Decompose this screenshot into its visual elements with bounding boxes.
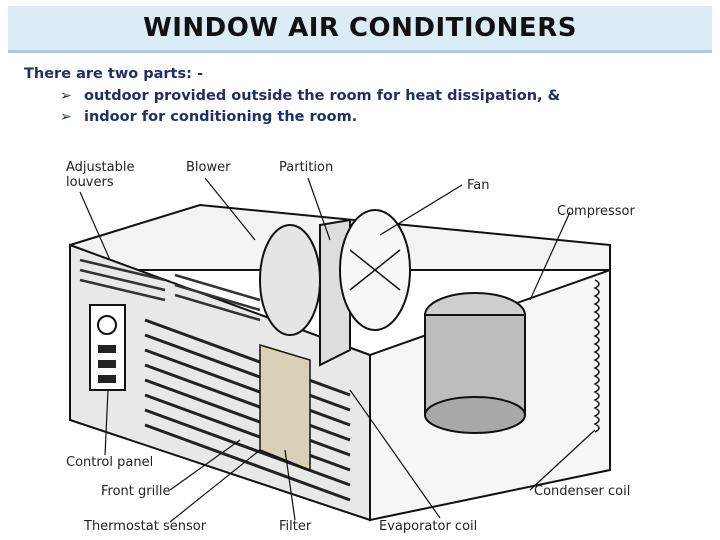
bullet-item: ➢ outdoor provided outside the room for …	[60, 86, 560, 107]
label-thermostat-sensor: Thermostat sensor	[84, 519, 206, 534]
bullet-list: ➢ outdoor provided outside the room for …	[60, 86, 560, 128]
label-compressor: Compressor	[557, 204, 635, 219]
label-adjustable-line1: Adjustable	[66, 160, 134, 175]
label-control-panel: Control panel	[66, 455, 153, 470]
intro-text: There are two parts: -	[24, 66, 203, 82]
label-condenser-coil: Condenser coil	[534, 484, 630, 499]
bullet-text: indoor for conditioning the room.	[84, 107, 357, 128]
bullet-text: outdoor provided outside the room for he…	[84, 86, 560, 107]
arrow-bullet-icon: ➢	[60, 86, 78, 107]
arrow-bullet-icon: ➢	[60, 107, 78, 128]
title-bar: WINDOW AIR CONDITIONERS	[8, 6, 712, 53]
label-filter: Filter	[279, 519, 311, 534]
page-title: WINDOW AIR CONDITIONERS	[143, 13, 577, 43]
label-louvers-line2: louvers	[66, 175, 134, 190]
bullet-item: ➢ indoor for conditioning the room.	[60, 107, 560, 128]
label-fan: Fan	[467, 178, 490, 193]
label-front-grille: Front grille	[101, 484, 170, 499]
label-evaporator-coil: Evaporator coil	[379, 519, 477, 534]
label-partition: Partition	[279, 160, 333, 175]
label-adjustable-louvers: Adjustable louvers	[66, 160, 134, 190]
label-blower: Blower	[186, 160, 230, 175]
